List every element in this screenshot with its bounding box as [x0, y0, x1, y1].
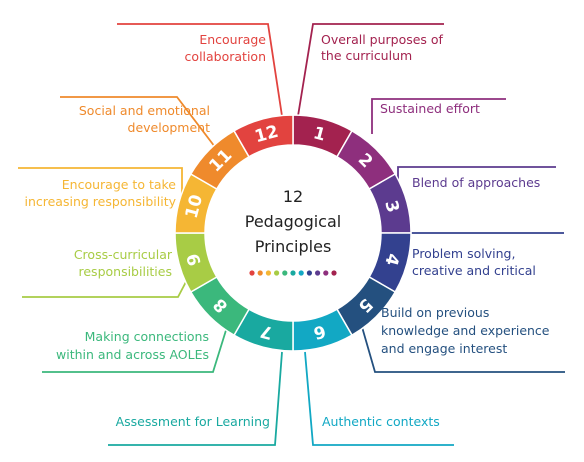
ring-number-9: 9	[183, 251, 205, 268]
ring-number-7: 7	[258, 320, 275, 342]
center-dot-3	[265, 270, 271, 276]
connector-line-8	[42, 326, 228, 373]
ring-number-4: 4	[380, 251, 402, 268]
center-title-line-2: Pedagogical	[245, 212, 341, 231]
connector-line-1	[297, 23, 444, 117]
principle-label-1-line-2: the curriculum	[321, 48, 412, 63]
ring-number-1: 1	[311, 123, 328, 145]
connector-line-12	[117, 23, 283, 117]
principle-label-10-line-1: Encourage to take	[62, 177, 177, 192]
connector-line-7	[108, 351, 283, 446]
principle-label-3-line-1: Blend of approaches	[412, 175, 540, 190]
connector-line-9	[22, 277, 189, 298]
center-dot-1	[249, 270, 255, 276]
principle-label-11-line-2: development	[128, 120, 211, 135]
principle-label-12-line-2: collaboration	[185, 49, 266, 64]
ring-number-3: 3	[380, 198, 402, 215]
principle-label-12-line-1: Encourage	[199, 32, 266, 47]
connector-line-6	[304, 351, 454, 446]
principle-label-9-line-2: responsibilities	[79, 264, 173, 279]
principle-label-4-line-2: creative and critical	[412, 263, 536, 278]
principle-label-2-line-1: Sustained effort	[380, 101, 480, 116]
center-dot-11	[331, 270, 337, 276]
connector-line-11	[60, 96, 216, 148]
principle-label-7-line-1: Assessment for Learning	[116, 414, 270, 429]
center-dot-4	[274, 270, 280, 276]
center-dot-5	[282, 270, 288, 276]
center-title-number: 12	[283, 187, 303, 206]
principle-label-5-line-2: knowledge and experience	[381, 323, 550, 338]
center-dot-6	[290, 270, 296, 276]
principle-label-6-line-1: Authentic contexts	[322, 414, 440, 429]
center-dot-10	[323, 270, 329, 276]
center-dot-9	[315, 270, 321, 276]
center-title-line-3: Principles	[255, 237, 332, 256]
principle-label-5-line-3: and engage interest	[381, 341, 507, 356]
ring-number-6: 6	[311, 320, 328, 342]
connector-line-5	[357, 312, 565, 373]
center-dot-7	[298, 270, 304, 276]
principle-label-4-line-1: Problem solving,	[412, 246, 515, 261]
center-dot-row	[249, 270, 337, 276]
center-dot-2	[257, 270, 263, 276]
principle-label-8-line-1: Making connections	[85, 329, 209, 344]
principle-label-1-line-1: Overall purposes of	[321, 32, 444, 47]
principle-label-5-line-1: Build on previous	[381, 305, 489, 320]
principle-label-8-line-2: within and across AOLEs	[56, 347, 209, 362]
center-dot-8	[306, 270, 312, 276]
principle-label-9-line-1: Cross-curricular	[74, 247, 173, 262]
principle-label-10-line-2: increasing responsibility	[24, 194, 176, 209]
principle-label-11-line-1: Social and emotional	[79, 103, 210, 118]
connector-line-2	[371, 98, 506, 134]
center-disc	[205, 145, 381, 321]
